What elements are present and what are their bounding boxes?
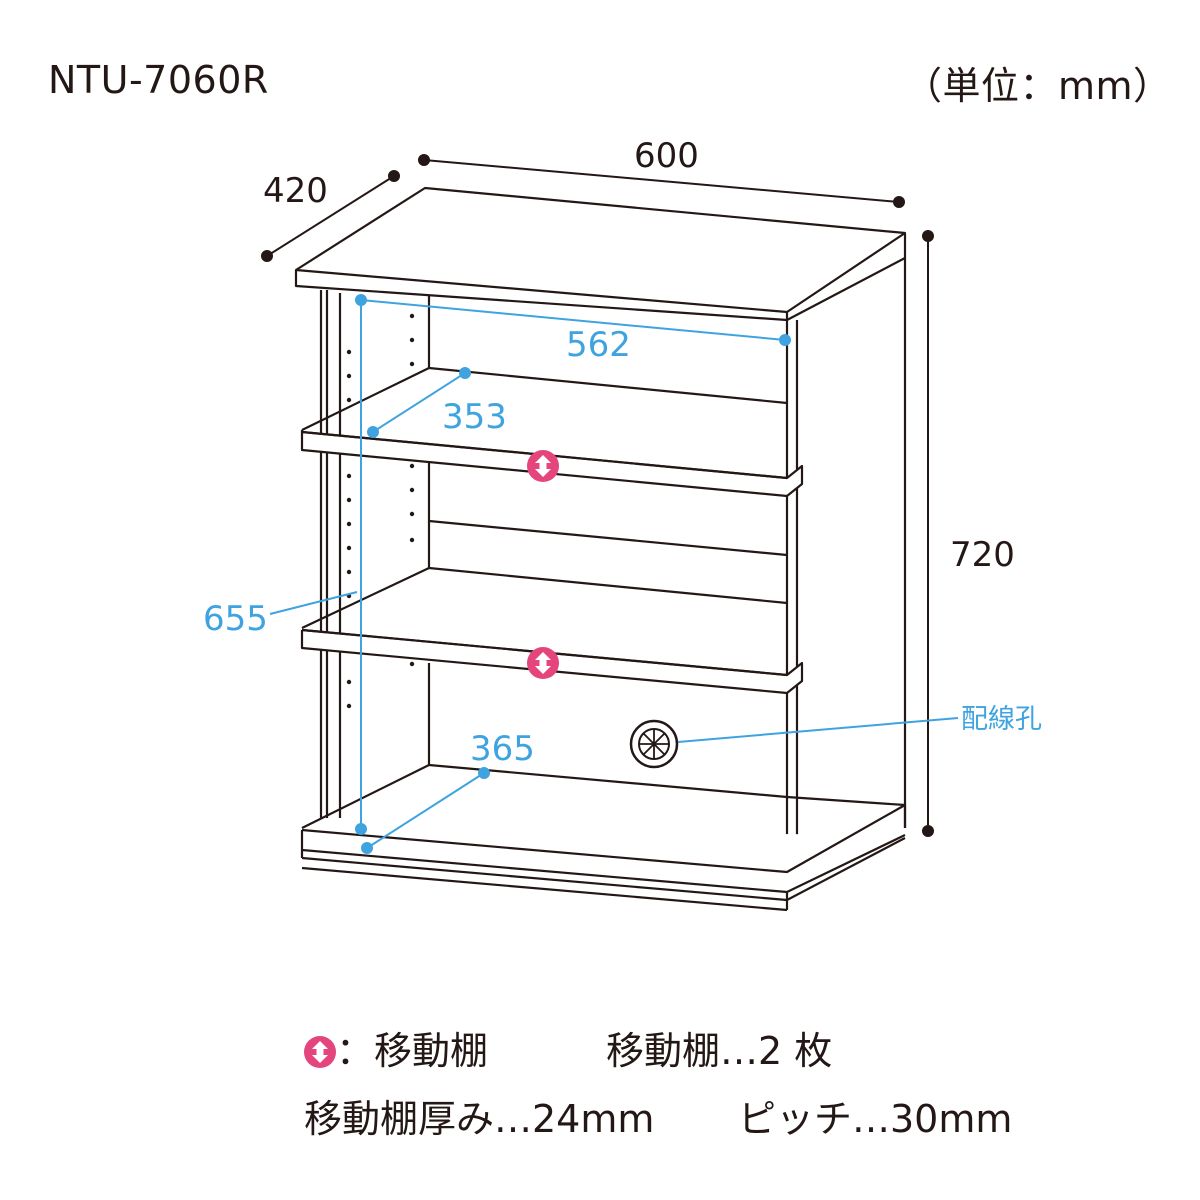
cabinet-drawing: 600 420 720 562 353 655 365 配線孔: [203, 136, 1042, 912]
unit-label: （単位：mm）: [904, 64, 1172, 108]
legend-marker-row: ：移動棚: [304, 1020, 488, 1075]
bottom-depth-dimension: 365: [470, 729, 535, 769]
model-number: NTU-7060R: [48, 58, 269, 102]
cabinet-outline: [294, 186, 907, 912]
shelf-pin-holes: [346, 313, 415, 709]
movable-shelf-marker-icon: [527, 647, 559, 679]
cable-hole-icon: [629, 719, 679, 769]
width-dimension: 600: [634, 136, 699, 176]
up-down-arrow-circle-icon: [304, 1036, 336, 1068]
legend-shelf-thickness: 移動棚厚み…24mm: [304, 1097, 655, 1141]
legend-pitch: ピッチ…30mm: [738, 1097, 1013, 1141]
inner-width-dimension: 562: [566, 325, 631, 365]
inner-dimension-lines: [269, 294, 959, 854]
legend-shelf-count: 移動棚…2 枚: [606, 1029, 833, 1073]
shelf-depth-dimension: 353: [442, 397, 507, 437]
movable-shelf-marker-icon: [527, 450, 559, 482]
depth-dimension: 420: [263, 171, 328, 211]
legend-movable-shelf: ：移動棚: [336, 1029, 489, 1073]
outer-dimension-lines: [261, 154, 934, 837]
wiring-hole-label: 配線孔: [961, 704, 1042, 735]
inner-height-dimension: 655: [203, 599, 268, 639]
height-dimension: 720: [950, 535, 1015, 575]
